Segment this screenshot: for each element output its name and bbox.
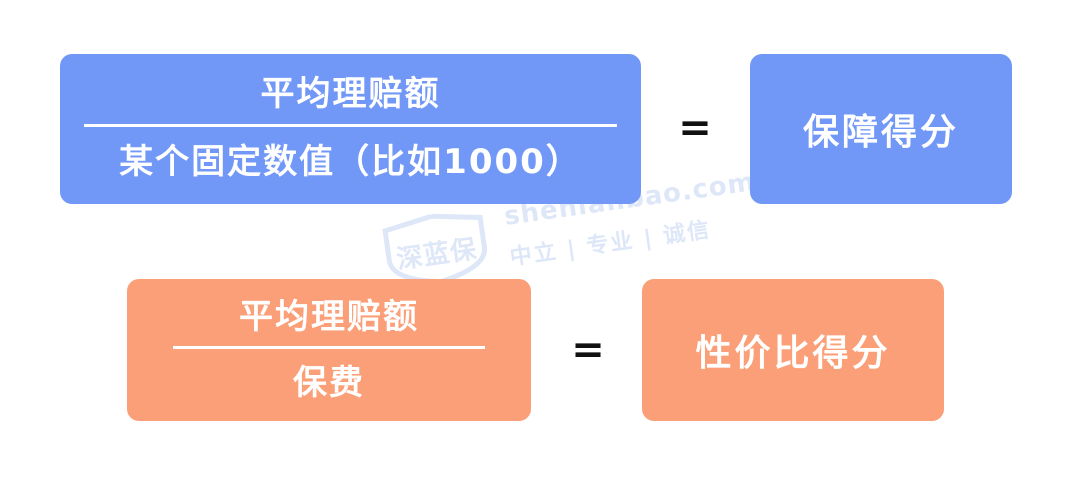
formula-2-fraction-line (173, 346, 485, 349)
formula-1-equals: = (678, 105, 712, 151)
formula-2-denominator: 保费 (293, 363, 365, 403)
formula-1-fraction-line (84, 124, 617, 127)
formula-2-result-box: 性价比得分 (642, 279, 944, 421)
formula-1-fraction-box: 平均理赔额 某个固定数值（比如1000） (60, 54, 641, 204)
formula-1-numerator: 平均理赔额 (260, 74, 441, 114)
formula-2-numerator: 平均理赔额 (239, 297, 419, 337)
formula-2-result: 性价比得分 (695, 333, 891, 374)
formula-1-result-box: 保障得分 (750, 54, 1012, 204)
formula-1-result: 保障得分 (802, 112, 959, 153)
formula-2-fraction-box: 平均理赔额 保费 (127, 279, 531, 421)
formula-2-equals: = (571, 327, 605, 373)
formula-1-denominator: 某个固定数值（比如1000） (119, 142, 582, 182)
